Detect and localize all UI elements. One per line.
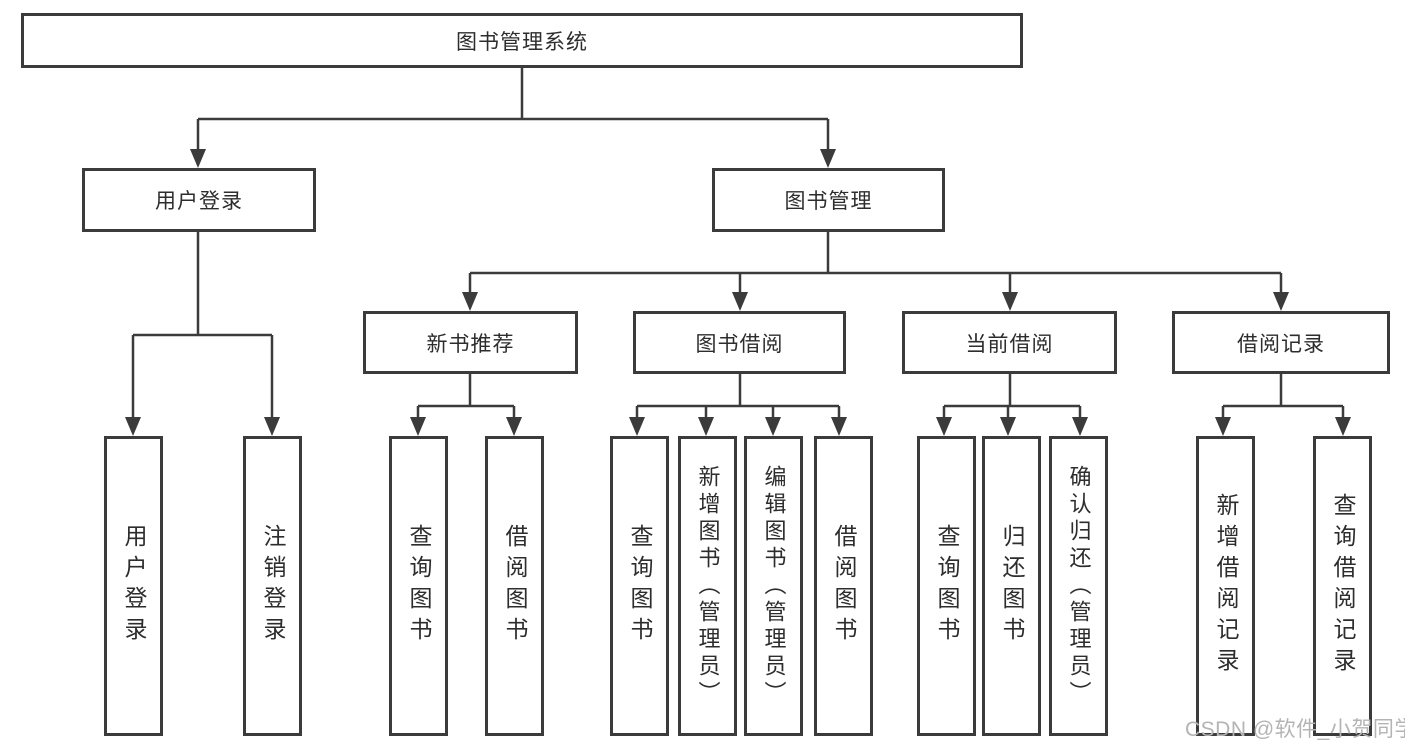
- arrowhead-icon: [1002, 292, 1018, 311]
- leaf-query-borrow-record: 查询借阅记录: [1313, 436, 1372, 736]
- leaf-add-borrow-record: 新增借阅记录: [1196, 436, 1255, 736]
- leaf-label: 查询图书: [934, 524, 960, 648]
- arrowhead-icon: [1335, 417, 1351, 436]
- arrowhead-icon: [820, 149, 836, 168]
- leaf-label: 编辑图书（管理员）: [761, 464, 787, 708]
- arrowhead-icon: [410, 417, 426, 436]
- leaf-edit-books-admin: 编辑图书（管理员）: [744, 436, 803, 736]
- arrowhead-icon: [190, 149, 206, 168]
- leaf-label: 用户登录: [121, 524, 147, 648]
- leaf-label: 注销登录: [260, 524, 286, 648]
- csdn-watermark: CSDN @软件_小贺同学: [1185, 718, 1405, 741]
- leaf-label: 查询图书: [406, 524, 432, 648]
- node-current-borrow: 当前借阅: [902, 311, 1117, 374]
- leaf-query-books-borrow: 查询图书: [610, 436, 669, 736]
- node-borrow-records: 借阅记录: [1172, 311, 1390, 374]
- leaf-label: 查询借阅记录: [1330, 493, 1356, 679]
- arrowhead-icon: [1000, 417, 1016, 436]
- leaf-label: 归还图书: [999, 524, 1025, 648]
- leaf-query-books-current: 查询图书: [917, 436, 976, 736]
- leaf-label: 查询图书: [627, 524, 653, 648]
- leaf-logout: 注销登录: [243, 436, 302, 736]
- arrowhead-icon: [462, 292, 478, 311]
- node-user-login: 用户登录: [82, 168, 316, 232]
- leaf-add-books-admin: 新增图书（管理员）: [678, 436, 737, 736]
- node-root-system: 图书管理系统: [21, 13, 1023, 68]
- node-book-borrow: 图书借阅: [633, 311, 846, 374]
- leaf-query-books-recommend: 查询图书: [389, 436, 448, 736]
- arrowhead-icon: [831, 417, 847, 436]
- leaf-borrow-books-recommend: 借阅图书: [485, 436, 544, 736]
- node-book-management: 图书管理: [712, 168, 945, 232]
- arrowhead-icon: [264, 417, 280, 436]
- node-new-book-recommend: 新书推荐: [363, 311, 578, 374]
- leaf-return-books: 归还图书: [982, 436, 1041, 736]
- arrowhead-icon: [732, 292, 748, 311]
- leaf-label: 确认归还（管理员）: [1066, 464, 1092, 708]
- leaf-label: 借阅图书: [502, 524, 528, 648]
- leaf-borrow-books: 借阅图书: [814, 436, 873, 736]
- leaf-confirm-return-admin: 确认归还（管理员）: [1049, 436, 1108, 736]
- leaf-label: 借阅图书: [831, 524, 857, 648]
- arrowhead-icon: [506, 417, 522, 436]
- leaf-label: 新增图书（管理员）: [695, 464, 721, 708]
- arrowhead-icon: [629, 417, 645, 436]
- leaf-user-login: 用户登录: [104, 436, 163, 736]
- arrowhead-icon: [1273, 292, 1289, 311]
- arrowhead-icon: [1215, 417, 1231, 436]
- arrowhead-icon: [698, 417, 714, 436]
- arrowhead-icon: [936, 417, 952, 436]
- arrowhead-icon: [1072, 417, 1088, 436]
- arrowhead-icon: [125, 417, 141, 436]
- arrowhead-icon: [765, 417, 781, 436]
- leaf-label: 新增借阅记录: [1213, 493, 1239, 679]
